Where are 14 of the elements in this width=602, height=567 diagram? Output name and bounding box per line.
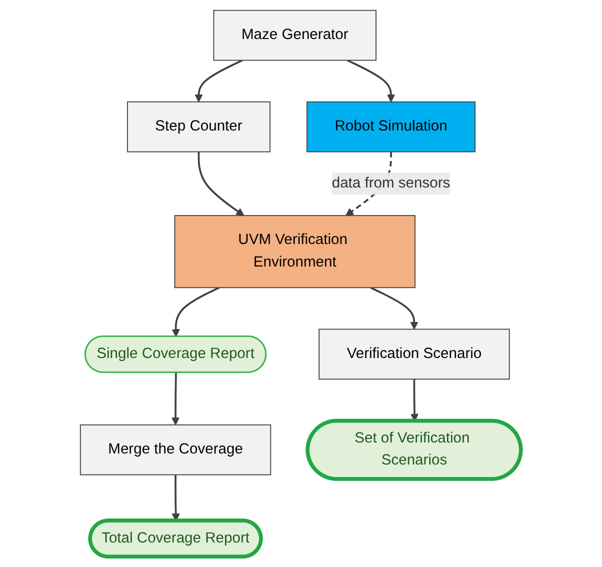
arrow <box>347 59 396 102</box>
arrow <box>172 372 180 426</box>
node-box: Verification Scenario <box>319 328 510 380</box>
edge-label: data from sensors <box>332 175 451 192</box>
arrow <box>370 286 419 330</box>
arrow <box>172 286 220 337</box>
arrow <box>198 152 245 216</box>
node-box: Maze Generator <box>214 10 377 61</box>
arrow <box>172 474 180 522</box>
arrow <box>195 59 244 102</box>
node-box: Step Counter <box>127 101 271 152</box>
node-box: Robot Simulation <box>306 101 476 152</box>
node-box: Merge the Coverage <box>80 424 272 476</box>
node-box: UVM Verification Environment <box>174 215 416 288</box>
